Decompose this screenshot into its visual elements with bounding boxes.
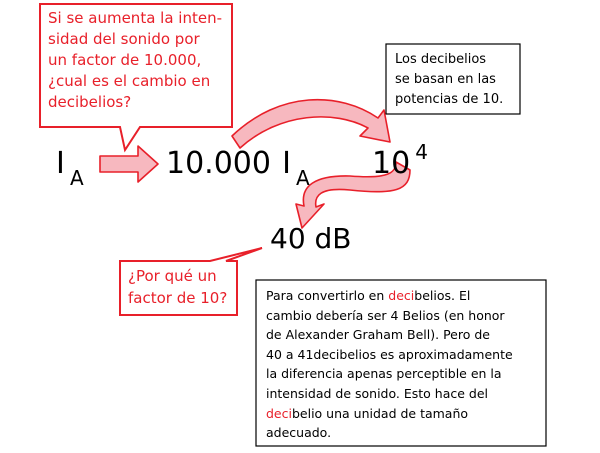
why-line: ¿Por qué un [128, 267, 217, 285]
explain-line7-highlight: deci [266, 405, 292, 421]
explain-line7-post: belio una unidad de tamaño [291, 405, 469, 421]
arrow-curved-down [295, 161, 411, 229]
note-box-frame [385, 43, 521, 115]
note-text: Los decibelios se basan en las potencias… [395, 50, 519, 110]
explain-line: la diferencia apenas perceptible en la [266, 366, 502, 382]
question-line: sidad del sonido por [48, 30, 200, 48]
question-line: ¿cual es el cambio en [48, 72, 211, 90]
explain-line: de Alexander Graham Bell). Pero de [266, 327, 490, 343]
note-line: se basan en las [395, 72, 496, 87]
intensity-subscript-2: A [296, 166, 310, 190]
explain-line1-post: belios. El [414, 288, 471, 303]
explain-line: adecuado. [266, 425, 332, 441]
explain-line: 40 a 41decibelios es aproximadamente [266, 346, 513, 362]
explain-line: Para convertirlo en decibelios. El [266, 286, 544, 306]
power-of-ten: 10 4 [372, 140, 428, 181]
intensity-subscript: A [69, 166, 84, 190]
note-line: Los decibelios [395, 52, 487, 67]
explain-line1-pre: Para convertirlo en [266, 288, 389, 303]
question-line: un factor de 10.000, [48, 51, 202, 69]
intensity-multiplied: 10.000 I A [166, 146, 310, 190]
explain-box-frame [255, 279, 547, 447]
explain-line: intensidad de sonido. Esto hace del [266, 385, 489, 401]
power-base: 10 [372, 146, 411, 181]
arrow-curved-top [231, 98, 391, 149]
question-bubble [39, 3, 233, 153]
explain-line: cambio debería ser 4 Belios (en honor [266, 307, 505, 323]
factor-value: 10.000 [166, 146, 271, 181]
power-exponent: 4 [415, 140, 429, 164]
explain-line: decibelio una unidad de tamaño [266, 404, 544, 424]
note-line: potencias de 10. [395, 92, 504, 107]
why-line: factor de 10? [128, 289, 228, 307]
intensity-symbol: I [56, 146, 65, 181]
intensity-ia: I A [56, 146, 84, 190]
question-text: Si se aumenta la inten- sidad del sonido… [48, 8, 230, 113]
intensity-symbol-2: I [282, 146, 291, 181]
result-db: 40 dB [270, 222, 352, 255]
question-line: decibelios? [48, 93, 132, 111]
arrow-right [99, 145, 159, 183]
why-text: ¿Por qué un factor de 10? [128, 265, 236, 309]
explain-text: Para convertirlo en decibelios. El cambi… [266, 286, 544, 443]
question-line: Si se aumenta la inten- [48, 9, 222, 27]
why-bubble [119, 247, 263, 316]
explain-line1-highlight: deci [388, 288, 415, 303]
